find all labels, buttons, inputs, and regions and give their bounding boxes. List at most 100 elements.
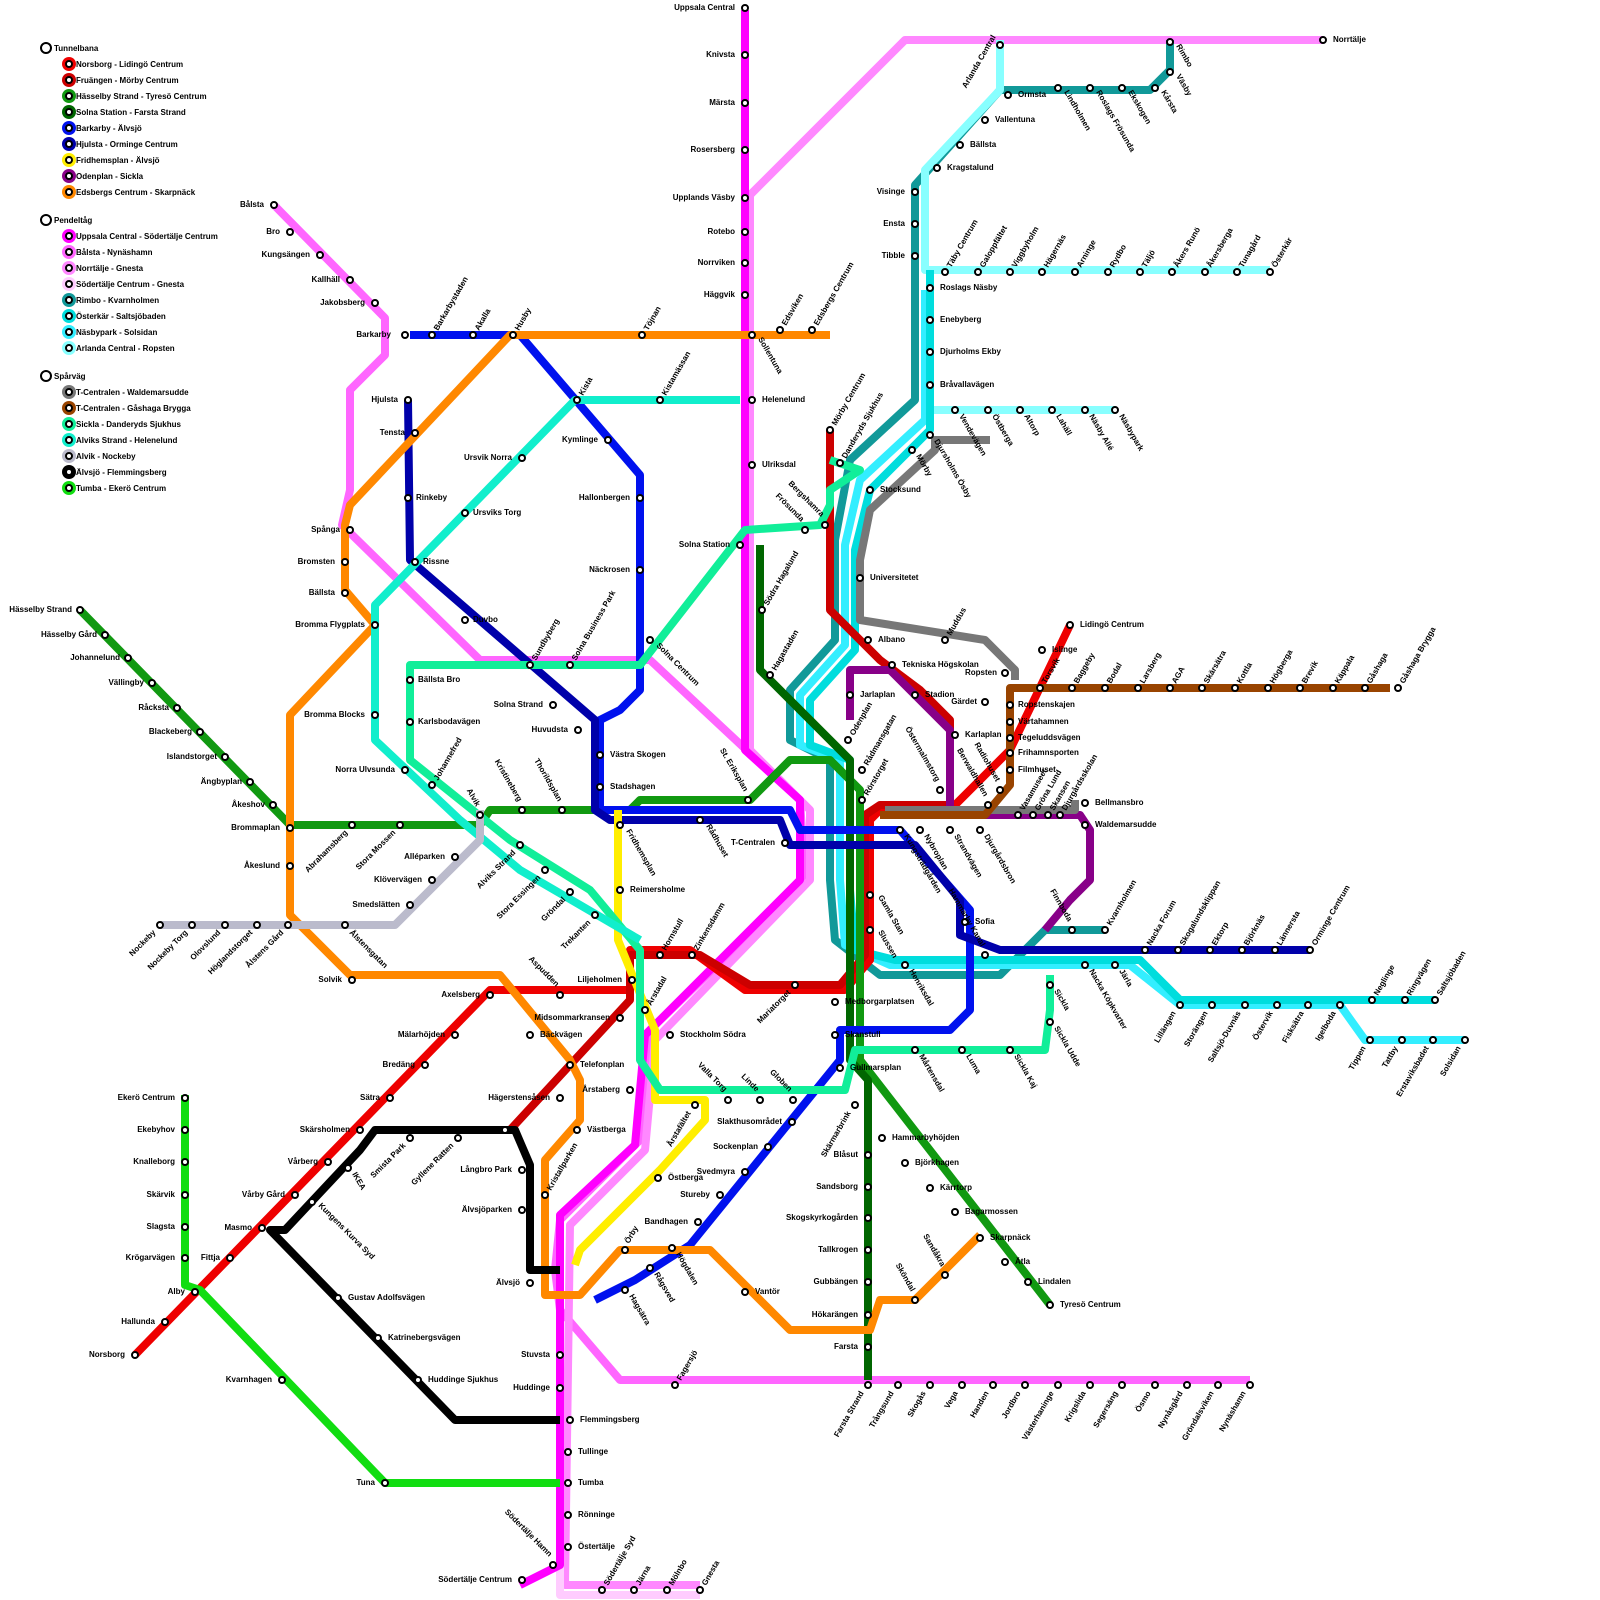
station-marker[interactable] bbox=[1239, 947, 1245, 953]
station-marker[interactable] bbox=[557, 992, 563, 998]
station-marker[interactable] bbox=[912, 1047, 918, 1053]
station-marker[interactable] bbox=[802, 527, 808, 533]
station-marker[interactable] bbox=[349, 977, 355, 983]
station-marker[interactable] bbox=[1265, 685, 1271, 691]
station-marker[interactable] bbox=[182, 1192, 188, 1198]
station-marker[interactable] bbox=[462, 617, 468, 623]
station-marker[interactable] bbox=[837, 1065, 843, 1071]
station-marker[interactable] bbox=[742, 292, 748, 298]
station-marker[interactable] bbox=[429, 877, 435, 883]
station-marker[interactable] bbox=[657, 397, 663, 403]
station-marker[interactable] bbox=[1072, 269, 1078, 275]
station-marker[interactable] bbox=[1169, 269, 1175, 275]
station-marker[interactable] bbox=[1049, 407, 1055, 413]
station-marker[interactable] bbox=[592, 912, 598, 918]
station-marker[interactable] bbox=[345, 1165, 351, 1171]
station-marker[interactable] bbox=[382, 1480, 388, 1486]
station-marker[interactable] bbox=[599, 1587, 605, 1593]
station-marker[interactable] bbox=[357, 1127, 363, 1133]
station-marker[interactable] bbox=[982, 699, 988, 705]
station-marker[interactable] bbox=[657, 952, 663, 958]
station-marker[interactable] bbox=[259, 1225, 265, 1231]
station-marker[interactable] bbox=[792, 982, 798, 988]
station-marker[interactable] bbox=[1047, 1302, 1053, 1308]
station-marker[interactable] bbox=[1025, 1279, 1031, 1285]
station-marker[interactable] bbox=[402, 767, 408, 773]
station-marker[interactable] bbox=[1430, 1037, 1436, 1043]
station-marker[interactable] bbox=[452, 1032, 458, 1038]
station-marker[interactable] bbox=[1047, 1019, 1053, 1025]
station-marker[interactable] bbox=[182, 1224, 188, 1230]
station-marker[interactable] bbox=[927, 285, 933, 291]
station-marker[interactable] bbox=[342, 590, 348, 596]
station-marker[interactable] bbox=[622, 1287, 628, 1293]
station-marker[interactable] bbox=[742, 5, 748, 11]
station-marker[interactable] bbox=[937, 787, 943, 793]
station-marker[interactable] bbox=[642, 1007, 648, 1013]
station-marker[interactable] bbox=[287, 825, 293, 831]
station-marker[interactable] bbox=[912, 221, 918, 227]
station-marker[interactable] bbox=[847, 692, 853, 698]
station-marker[interactable] bbox=[742, 147, 748, 153]
station-marker[interactable] bbox=[550, 702, 556, 708]
station-marker[interactable] bbox=[189, 922, 195, 928]
station-marker[interactable] bbox=[947, 827, 953, 833]
station-marker[interactable] bbox=[927, 432, 933, 438]
station-marker[interactable] bbox=[859, 767, 865, 773]
station-marker[interactable] bbox=[1007, 719, 1013, 725]
station-marker[interactable] bbox=[902, 1160, 908, 1166]
station-marker[interactable] bbox=[1369, 997, 1375, 1003]
station-marker[interactable] bbox=[347, 277, 353, 283]
station-marker[interactable] bbox=[125, 655, 131, 661]
station-marker[interactable] bbox=[865, 1279, 871, 1285]
station-marker[interactable] bbox=[102, 632, 108, 638]
station-marker[interactable] bbox=[574, 397, 580, 403]
station-marker[interactable] bbox=[647, 637, 653, 643]
station-marker[interactable] bbox=[132, 1352, 138, 1358]
station-marker[interactable] bbox=[1167, 39, 1173, 45]
station-marker[interactable] bbox=[567, 1417, 573, 1423]
station-marker[interactable] bbox=[725, 1097, 731, 1103]
station-marker[interactable] bbox=[1082, 962, 1088, 968]
station-marker[interactable] bbox=[617, 887, 623, 893]
station-marker[interactable] bbox=[639, 332, 645, 338]
station-marker[interactable] bbox=[387, 1095, 393, 1101]
station-marker[interactable] bbox=[927, 349, 933, 355]
station-marker[interactable] bbox=[527, 1280, 533, 1286]
station-marker[interactable] bbox=[1337, 1002, 1343, 1008]
station-marker[interactable] bbox=[1274, 1002, 1280, 1008]
station-marker[interactable] bbox=[407, 902, 413, 908]
station-marker[interactable] bbox=[347, 527, 353, 533]
station-marker[interactable] bbox=[157, 922, 163, 928]
station-marker[interactable] bbox=[895, 1382, 901, 1388]
station-marker[interactable] bbox=[227, 1255, 233, 1261]
station-marker[interactable] bbox=[575, 727, 581, 733]
station-marker[interactable] bbox=[1209, 1002, 1215, 1008]
station-marker[interactable] bbox=[279, 1377, 285, 1383]
station-marker[interactable] bbox=[1152, 85, 1158, 91]
station-marker[interactable] bbox=[865, 637, 871, 643]
station-marker[interactable] bbox=[487, 992, 493, 998]
station-marker[interactable] bbox=[270, 802, 276, 808]
station-marker[interactable] bbox=[1002, 670, 1008, 676]
station-marker[interactable] bbox=[692, 1102, 698, 1108]
station-marker[interactable] bbox=[405, 495, 411, 501]
station-marker[interactable] bbox=[749, 462, 755, 468]
station-marker[interactable] bbox=[655, 1175, 661, 1181]
station-marker[interactable] bbox=[1022, 1382, 1028, 1388]
station-marker[interactable] bbox=[637, 567, 643, 573]
station-marker[interactable] bbox=[1017, 407, 1023, 413]
station-marker[interactable] bbox=[942, 637, 948, 643]
station-marker[interactable] bbox=[737, 542, 743, 548]
station-marker[interactable] bbox=[372, 300, 378, 306]
station-marker[interactable] bbox=[77, 607, 83, 613]
station-marker[interactable] bbox=[510, 332, 516, 338]
station-marker[interactable] bbox=[1207, 947, 1213, 953]
station-marker[interactable] bbox=[952, 732, 958, 738]
station-marker[interactable] bbox=[415, 1377, 421, 1383]
station-marker[interactable] bbox=[664, 1587, 670, 1593]
station-marker[interactable] bbox=[597, 752, 603, 758]
station-marker[interactable] bbox=[627, 1087, 633, 1093]
station-marker[interactable] bbox=[192, 1289, 198, 1295]
station-marker[interactable] bbox=[917, 827, 923, 833]
